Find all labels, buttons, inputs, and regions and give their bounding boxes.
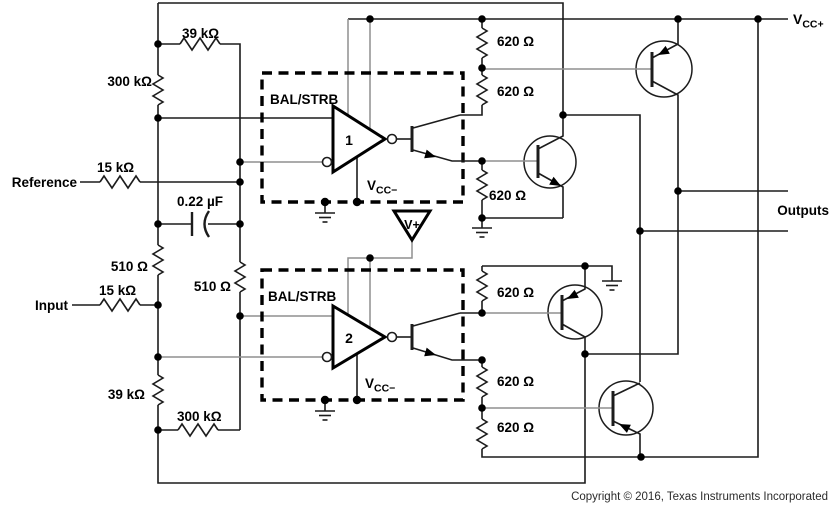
comparator-2-number: 2 (345, 330, 353, 346)
ground-620-3 (472, 218, 492, 238)
port-label-reference: Reference (12, 175, 78, 190)
comparator-2 (321, 303, 482, 371)
label-620-4: 620 Ω (497, 285, 534, 300)
label-620-5: 620 Ω (497, 374, 534, 389)
comparator-1-number: 1 (345, 132, 353, 148)
comparator-1-box (260, 71, 465, 204)
pnp-bottom-right-emitter-arrow (619, 424, 631, 433)
label-15k-reference: 15 kΩ (97, 160, 134, 175)
vplus-triangle (391, 209, 433, 243)
comparator-1 (321, 103, 482, 175)
port-label-outputs: Outputs (777, 203, 829, 218)
vplus-marker (391, 209, 433, 243)
vplus-label: V+ (404, 218, 420, 232)
transistor-pnp-top-right (482, 19, 693, 355)
label-300k-bottom: 300 kΩ (177, 409, 222, 424)
resistor-620-5 (475, 366, 489, 398)
resistor-620-2 (475, 74, 489, 106)
resistor-510-left (151, 244, 165, 276)
label-300k-top: 300 kΩ (107, 74, 152, 89)
resistor-39k-top (179, 36, 221, 52)
label-620-3: 620 Ω (489, 188, 526, 203)
comparator-1-triangle (331, 103, 388, 175)
copyright-text: Copyright © 2016, Texas Instruments Inco… (571, 491, 828, 503)
labels: 39 kΩ 300 kΩ 15 kΩ Reference 0.22 µF 510… (12, 11, 829, 503)
resistor-15k-reference (99, 174, 141, 190)
resistor-15k-input (99, 297, 141, 313)
label-15k-input: 15 kΩ (99, 283, 136, 298)
port-label-input: Input (35, 298, 68, 313)
label-510-left: 510 Ω (111, 259, 148, 274)
comparator-2-inverting-bubble (321, 351, 333, 363)
comparator-2-label: BAL/STRB (268, 289, 336, 304)
label-620-2: 620 Ω (497, 84, 534, 99)
comparator-1-inverting-bubble (321, 156, 333, 168)
wires-gray (158, 19, 413, 358)
comparator-1-output-bubble (386, 133, 398, 145)
transistor-pnp-mid-right (482, 266, 603, 354)
transistor-q1-emitter-arrow (424, 149, 436, 159)
label-510-mid: 510 Ω (194, 279, 231, 294)
label-capacitor: 0.22 µF (177, 194, 223, 209)
resistor-300k-top (151, 74, 165, 106)
vcc-plus-label: VCC+ (793, 11, 824, 31)
resistor-620-4 (475, 270, 489, 302)
transistor-npn-middle (482, 115, 577, 218)
label-39k-bottom: 39 kΩ (108, 387, 145, 402)
transistor-q2-emitter-arrow (424, 347, 436, 357)
resistor-620-6 (475, 418, 489, 450)
comparator-1-label: BAL/STRB (270, 92, 338, 107)
ground-comp1 (315, 202, 335, 223)
vcc-minus-label-1: VCC− (367, 178, 397, 197)
pnp-top-right-emitter-arrow (658, 45, 670, 55)
resistor-39k-bottom (151, 374, 165, 406)
resistor-620-3 (475, 169, 489, 201)
npn-middle-emitter-arrow (549, 176, 561, 186)
wires-black (72, 2, 788, 484)
ground-620-4 (602, 280, 622, 291)
junction-dots (154, 15, 762, 461)
vcc-minus-label-2: VCC− (365, 376, 395, 395)
comparator-2-triangle (331, 303, 388, 371)
comparator-2-output-bubble (386, 331, 398, 343)
capacitor-022uF (158, 210, 240, 238)
ground-symbols (315, 202, 622, 421)
resistor-300k-bottom (177, 422, 219, 438)
label-39k-top: 39 kΩ (182, 26, 219, 41)
label-620-6: 620 Ω (497, 420, 534, 435)
pnp-mid-right-emitter-arrow (567, 289, 579, 299)
resistor-620-1 (475, 27, 489, 59)
label-620-1: 620 Ω (497, 34, 534, 49)
comparator-2-box (260, 268, 465, 402)
resistors (99, 27, 489, 450)
resistor-510-mid (233, 261, 247, 293)
transistor-pnp-bottom-right (482, 380, 654, 457)
